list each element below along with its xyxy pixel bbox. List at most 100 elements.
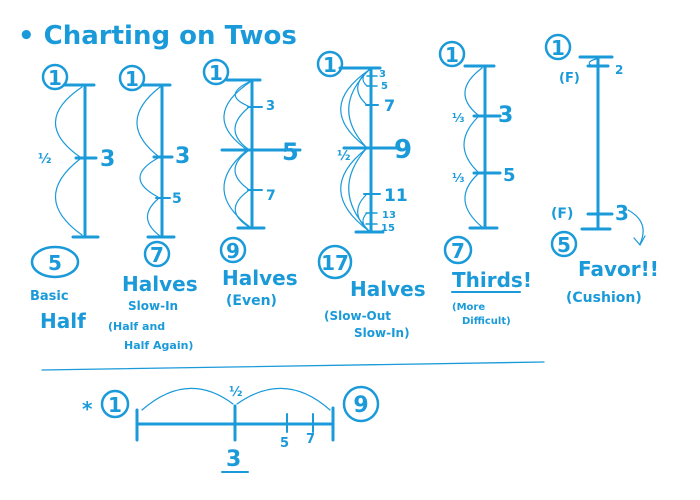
chart-favor-cushion: 1 (F) 2 (F) 3 5 Favor!! (Cushion) (544, 33, 659, 306)
arc-1 (136, 86, 161, 157)
arc-label: ½ (38, 152, 51, 167)
key-circle-top (118, 64, 146, 92)
arc-label-2: ⅓ (452, 171, 464, 185)
arc-tiny-upper (362, 69, 370, 87)
mark-label-2: 2 (615, 63, 623, 77)
timeline-mark-5: 5 (280, 436, 289, 451)
mark-label-5: 5 (381, 81, 388, 92)
timeline-star: * (82, 397, 93, 421)
arc-4 (234, 190, 250, 228)
caption-line-2: (Slow-Out (324, 309, 391, 323)
key-circle-end (342, 385, 380, 423)
key-circle-top (41, 63, 69, 91)
caption-line-1: Thirds! (452, 268, 532, 292)
favor-label-top: (F) (559, 71, 580, 86)
timeline-half-label: ½ (229, 385, 242, 400)
divider-line (41, 361, 545, 371)
key-bottom: 5 (48, 251, 62, 275)
arc-2 (234, 107, 249, 150)
favor-arrow (627, 209, 644, 245)
timeline-arc-left (141, 387, 234, 411)
key-top: 1 (209, 61, 223, 85)
arc-upper (55, 86, 83, 158)
favor-label-bottom: (F) (551, 206, 573, 222)
key-bottom: 7 (150, 243, 164, 267)
arc-big-lower (223, 150, 251, 228)
mark-label-7: 7 (384, 96, 395, 115)
arc-label-1: ⅓ (452, 111, 464, 125)
mark-label-3: 3 (379, 69, 386, 80)
chart-basic-half: 1 ½ 3 5 Basic Half (30, 63, 115, 333)
breakdown-label: 3 (175, 144, 190, 169)
breakdown-label: 5 (282, 138, 299, 166)
arc-2 (463, 116, 479, 173)
key-bottom: 5 (557, 233, 571, 257)
caption-line-3: (Half and (108, 320, 165, 333)
breakdown-label: 3 (100, 147, 115, 172)
key-top: 1 (445, 43, 459, 67)
caption-line-3: Difficult) (462, 316, 511, 327)
key-bottom: 9 (226, 239, 240, 263)
key-circle-top (202, 58, 230, 86)
key-top: 1 (48, 66, 62, 90)
mark-label: 5 (172, 191, 182, 207)
caption-line-1: Halves (222, 266, 298, 290)
arc-favor (588, 58, 597, 67)
arc-tiny-lower (362, 212, 370, 232)
caption-line-2: (Even) (226, 293, 277, 309)
breakdown-label: 9 (394, 135, 412, 165)
arc-big-upper (340, 69, 370, 148)
key-top: 1 (551, 36, 565, 60)
favor-arrowhead (633, 235, 646, 247)
caption-line-1: Halves (122, 272, 198, 296)
key-circle-bottom (219, 236, 247, 264)
caption-line-3: Slow-In) (354, 326, 410, 340)
mark-label-15: 15 (381, 223, 395, 234)
key-circle-bottom (143, 240, 171, 268)
key-circle-top (438, 40, 466, 68)
key-circle-bottom (30, 245, 80, 279)
arc-big-lower (340, 148, 370, 232)
timeline-breakdown-label: 3 (226, 447, 241, 472)
key-circle-start (100, 389, 130, 419)
caption-line-4: Half Again) (124, 339, 193, 352)
chart-thirds: 1 ⅓ ⅓ 3 5 7 Thirds! (More Difficult) (438, 40, 532, 327)
arc-1 (234, 81, 250, 107)
mark-label-13: 13 (382, 210, 396, 221)
key-end: 9 (353, 393, 368, 418)
timeline-mark-7: 7 (306, 432, 315, 447)
mark-label-3: 3 (498, 103, 513, 128)
timeline-arc-right (236, 387, 331, 411)
key-top: 1 (323, 53, 337, 77)
caption-line-2: Half (40, 309, 86, 333)
chart-halves-even: 1 3 5 7 9 Halves (Even) (202, 58, 302, 309)
key-circle-bottom (317, 244, 353, 280)
arc-big-upper (223, 81, 251, 150)
key-circle-top (316, 50, 344, 78)
arc-3 (464, 173, 483, 228)
arc-3 (234, 150, 249, 190)
mark-label-5: 5 (503, 165, 516, 186)
arc-2 (139, 157, 159, 198)
key-top: 1 (125, 67, 139, 91)
diagram-title: • Charting on Twos (18, 21, 297, 51)
chart-halves-slow-in: 1 3 5 7 Halves Slow-In (Half and Half Ag… (108, 64, 198, 352)
caption-line-2: Slow-In (128, 299, 178, 313)
arc-lower (55, 158, 83, 236)
key-circle-bottom (443, 235, 473, 265)
arc-label: ½ (337, 149, 350, 164)
key-circle-top (544, 33, 572, 61)
mark-label-11: 11 (384, 186, 408, 206)
caption-line-1: Halves (350, 277, 426, 301)
arc-1 (464, 67, 483, 116)
mark-label-lower: 7 (266, 188, 276, 204)
key-bottom: 7 (451, 239, 465, 263)
caption-line-2: (More (452, 302, 485, 313)
mark-label-upper: 3 (266, 99, 275, 114)
caption-line-1: Basic (30, 289, 69, 304)
arc-3 (146, 198, 161, 237)
chart-halves-slow-out-slow-in: 1 ½ 3 5 7 9 11 13 15 17 Halves (Slow-Out… (316, 50, 426, 340)
key-circle-bottom (550, 230, 578, 258)
key-bottom: 17 (321, 251, 349, 275)
